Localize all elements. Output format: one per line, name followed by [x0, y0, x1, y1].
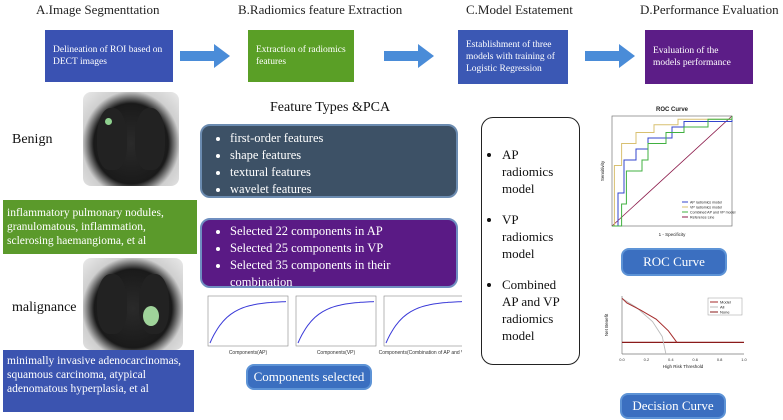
dca-xlabel: High Risk Threshold — [663, 364, 704, 369]
step-delineation-text: Delineation of ROI based on DECT images — [53, 45, 163, 67]
pca-components-list: Selected 22 components in AP Selected 25… — [216, 223, 442, 291]
mini-plot-frame — [295, 295, 377, 347]
mini-plot-curve — [385, 301, 462, 344]
feature-types-box: first-order features shape features text… — [200, 124, 458, 198]
header-image-segmentation: A.Image Segmenttation — [36, 2, 160, 17]
models-box: AP radiomics model VP radiomics model Co… — [481, 117, 580, 365]
malignance-description-text: minimally invasive adenocarcinomas, squa… — [7, 355, 182, 395]
step-establishment-text: Establishment of three models with train… — [466, 40, 555, 74]
dca-tick-label: 0.8 — [717, 357, 723, 362]
malignance-label: malignance — [12, 300, 77, 315]
dca-legend-item: Model — [720, 300, 731, 305]
benign-description-box: inflammatory pulmonary nodules, granulom… — [3, 200, 197, 254]
roc-curve-label: ROC Curve — [621, 248, 727, 276]
model-item-combined: Combined AP and VP radiomics model — [502, 276, 569, 344]
roc-series-line — [612, 116, 733, 227]
ct-scan-benign-image — [83, 92, 179, 186]
dca-legend-item: All — [720, 305, 725, 310]
pca-components-box: Selected 22 components in AP Selected 25… — [200, 218, 458, 291]
dca-tick-label: 1.0 — [741, 357, 747, 362]
roc-reference-line — [611, 115, 733, 227]
dca-model-line — [621, 297, 678, 343]
step-establishment-box: Establishment of three models with train… — [458, 30, 568, 84]
header-model-estatement: C.Model Estatement — [466, 2, 573, 17]
mini-plot-xlabel: Components(Combination of AP and VP) — [379, 350, 462, 356]
pca-item: Selected 22 components in AP — [230, 223, 442, 240]
roc-legend-item: AP radiomics model — [690, 201, 722, 205]
feature-item: first-order features — [230, 130, 442, 147]
roc-legend-item: Reference Line — [690, 216, 714, 220]
benign-label: Benign — [12, 132, 53, 147]
feature-types-title: Feature Types &PCA — [270, 100, 391, 115]
roc-legend-item: Combined AP and VP model — [690, 211, 736, 215]
dca-all-line — [621, 297, 667, 355]
mini-plot-curve — [297, 301, 375, 344]
dca-tick-label: 0.4 — [668, 357, 674, 362]
header-performance-evaluation: D.Performance Evaluation — [640, 2, 779, 17]
arrow-right-icon — [585, 44, 635, 68]
feature-item: wavelet features — [230, 181, 442, 198]
feature-types-list: first-order features shape features text… — [216, 130, 442, 198]
step-evaluation-box: Evaluation of the models performance — [645, 30, 753, 84]
benign-description-text: inflammatory pulmonary nodules, granulom… — [7, 207, 164, 247]
arrow-right-icon — [384, 44, 434, 68]
malignance-description-box: minimally invasive adenocarcinomas, squa… — [3, 350, 194, 412]
roc-title: ROC Curve — [656, 107, 689, 113]
model-item-vp: VP radiomics model — [502, 211, 569, 262]
pca-variance-plots: Components(AP) Components(VP) Components(C… — [207, 295, 462, 356]
step-extraction-box: Extraction of radiomics features — [248, 30, 354, 82]
feature-item: textural features — [230, 164, 442, 181]
step-extraction-text: Extraction of radiomics features — [256, 45, 346, 67]
mini-plot-frame — [207, 295, 289, 347]
roc-series-line — [612, 116, 733, 227]
mini-plot-xlabel: Components(VP) — [317, 350, 356, 356]
mini-plot-frame — [383, 295, 462, 347]
pca-item: Selected 25 components in VP — [230, 240, 442, 257]
roc-series-line — [612, 116, 733, 227]
dca-tick-label: 0.6 — [692, 357, 698, 362]
dca-tick-label: 0.2 — [644, 357, 650, 362]
mini-plot-curve — [209, 301, 287, 344]
feature-item: shape features — [230, 147, 442, 164]
mini-plot-xlabel: Components(AP) — [229, 350, 268, 356]
decision-curve-label: Decision Curve — [620, 393, 726, 419]
ct-scan-malignance-image — [83, 258, 183, 350]
roc-xlabel: 1 - Specificity — [659, 232, 687, 237]
model-item-ap: AP radiomics model — [502, 146, 569, 197]
arrow-right-icon — [180, 44, 230, 68]
dca-ylabel: Net Benefit — [604, 313, 609, 336]
step-evaluation-text: Evaluation of the models performance — [653, 46, 731, 68]
roc-ylabel: Sensitivity — [600, 160, 605, 181]
header-feature-extraction: B.Radiomics feature Extraction — [238, 2, 403, 17]
pca-item: Selected 35 components in their combinat… — [230, 257, 442, 291]
models-list: AP radiomics model VP radiomics model Co… — [488, 146, 569, 344]
dca-tick-label: 0.0 — [619, 357, 625, 362]
dca-legend-item: None — [720, 310, 730, 315]
roc-legend-item: VP radiomics model — [690, 206, 722, 210]
components-selected-label: Components selected — [246, 364, 372, 390]
roc-curve-chart: ROC Curve 1 - Specificity Sensitivity AP ra… — [600, 107, 736, 237]
step-delineation-box: Delineation of ROI based on DECT images — [45, 30, 173, 82]
